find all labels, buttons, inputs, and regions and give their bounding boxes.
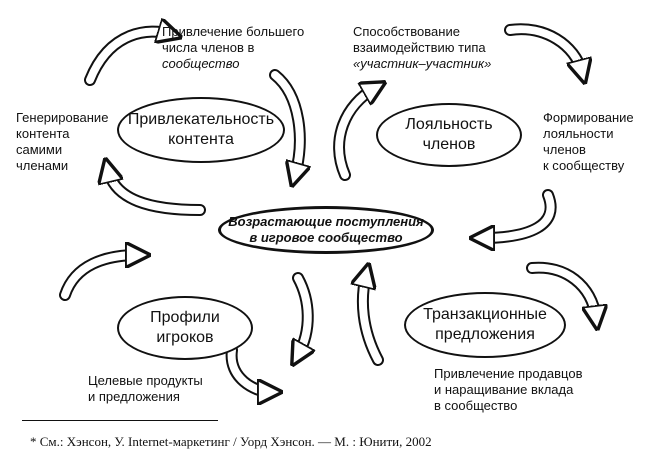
node-content-line1: Привлекательность (127, 111, 275, 128)
arrow-bottom-right-upper (526, 261, 596, 318)
label-generate-content: Генерирование контента самими членами (16, 110, 109, 173)
node-transactions-line2: предложения (435, 326, 535, 343)
arrow-top-center-left (269, 69, 300, 175)
label-form-loyalty: Формирование лояльности членов к сообщес… (543, 110, 634, 173)
arrow-right-middle (482, 189, 557, 238)
node-loyalty-line1: Лояльность (405, 116, 493, 133)
node-player-profiles: Профили игроков (117, 296, 253, 360)
node-transactions-line1: Транзакционные (423, 306, 547, 323)
node-loyalty-line2: членов (422, 136, 476, 153)
node-content-line2: контента (168, 131, 234, 148)
arrow-bottom-left-upper (59, 255, 138, 301)
arrow-center-lower-left (298, 272, 308, 355)
node-transaction-offers: Транзакционные предложения (404, 292, 566, 358)
footnote: * См.: Хэнсон, У. Internet-маркетинг / У… (30, 434, 432, 449)
arrow-top-left (84, 32, 170, 86)
node-content-attractiveness: Привлекательность контента (117, 97, 285, 163)
label-attract-members: Привлечение большего числа членов в сооб… (162, 24, 305, 71)
node-profiles-line2: игроков (156, 329, 214, 346)
node-center-revenue: Возрастающие поступления в игровое сообщ… (218, 206, 434, 254)
label-target-products: Целевые продукты и предложения (88, 373, 203, 404)
center-line2: в игровое сообщество (249, 230, 403, 245)
arrow-top-right (504, 23, 582, 72)
footnote-divider (22, 420, 218, 421)
label-member-interaction: Способствование взаимодействию типа «уча… (353, 24, 492, 71)
arrow-bottom-left-lower (225, 344, 270, 392)
arrow-center-lower-right (363, 275, 384, 366)
arrow-left-middle (108, 170, 206, 216)
node-member-loyalty: Лояльность членов (376, 103, 522, 167)
node-profiles-line1: Профили (150, 309, 220, 326)
label-attract-sellers: Привлечение продавцов и наращивание вкла… (434, 366, 583, 413)
center-line1: Возрастающие поступления (228, 214, 424, 229)
arrow-top-center-right (333, 88, 375, 181)
